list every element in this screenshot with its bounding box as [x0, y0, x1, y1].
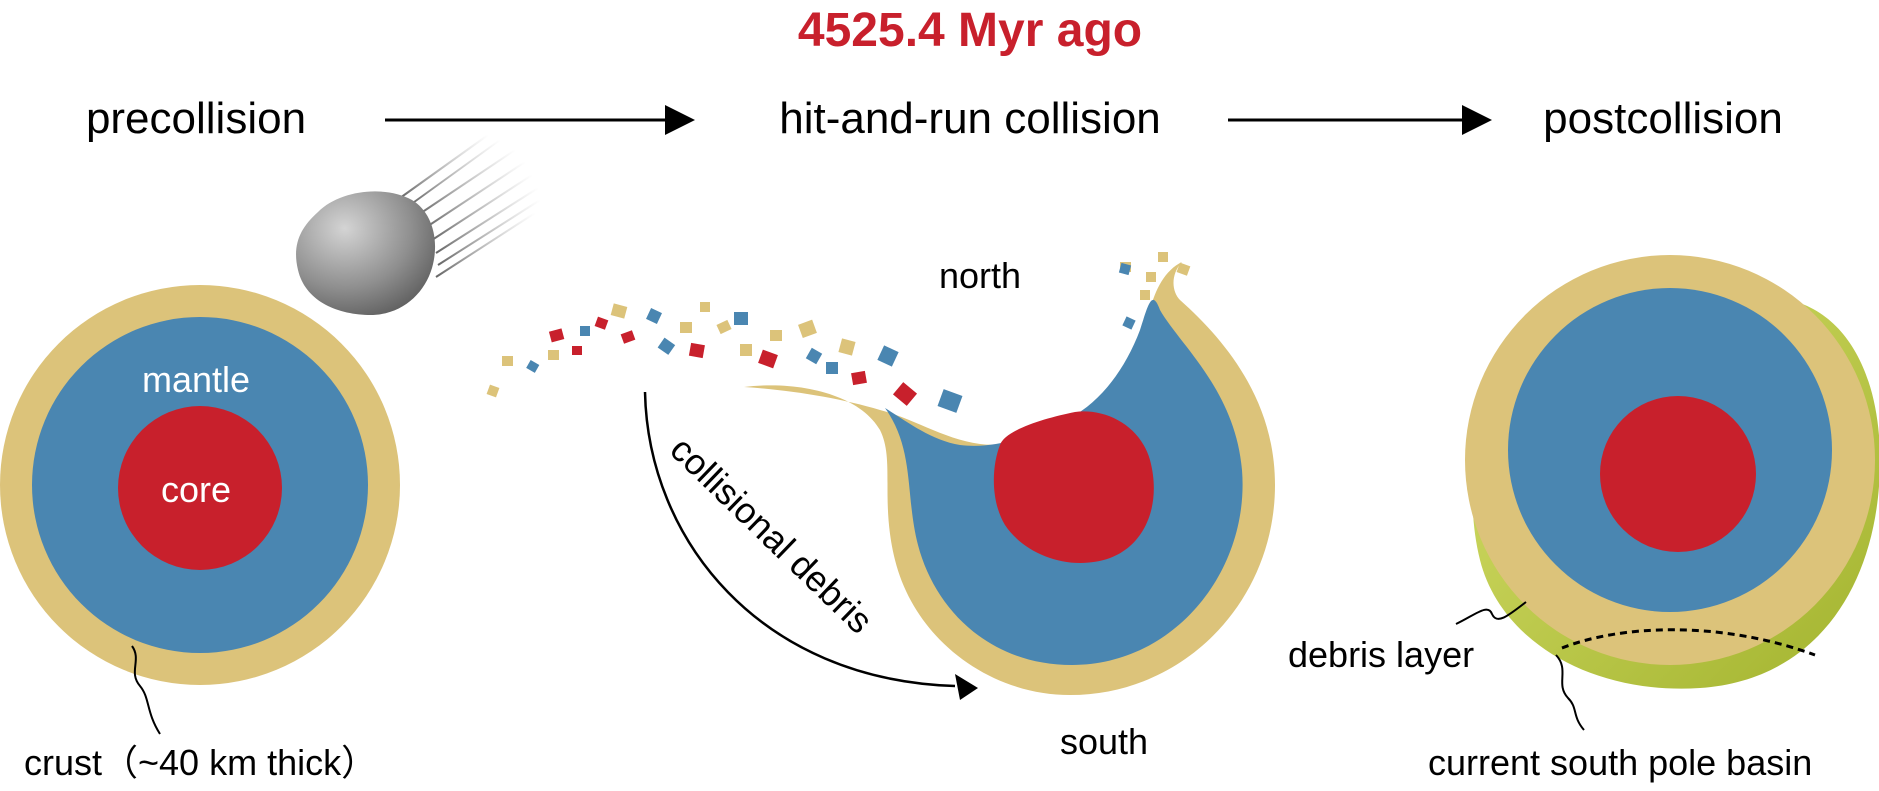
crust-label: crust（~40 km thick） — [24, 742, 377, 783]
core-layer — [1600, 396, 1756, 552]
impactor-trail — [399, 134, 541, 278]
hit-and-run-body — [744, 262, 1275, 695]
collisional-debris-label: collisional debris — [662, 428, 880, 641]
basin-label: current south pole basin — [1428, 742, 1812, 783]
core-layer — [993, 411, 1154, 563]
postcollision-body — [1465, 255, 1879, 689]
right-arrow-icon — [385, 105, 695, 135]
debris-layer-label: debris layer — [1288, 634, 1474, 675]
stage-precollision-label: precollision — [86, 94, 306, 143]
collisional-debris-arrow — [643, 391, 956, 688]
diagram-title: 4525.4 Myr ago — [798, 4, 1142, 57]
basin-leader-line — [1555, 654, 1585, 731]
impactor-rock-icon — [296, 191, 436, 316]
stage-postcollision-label: postcollision — [1543, 94, 1783, 143]
debris-particles — [486, 252, 1191, 413]
mantle-label: mantle — [142, 359, 250, 400]
core-label: core — [161, 469, 231, 510]
core-layer — [118, 406, 282, 570]
north-label: north — [939, 255, 1021, 296]
right-arrow-icon — [955, 674, 978, 700]
precollision-body — [0, 285, 400, 685]
right-arrow-icon — [1228, 105, 1492, 135]
stage-hit-and-run-label: hit-and-run collision — [779, 94, 1161, 143]
crust-leader-line — [131, 645, 161, 735]
south-pole-basin-outline — [1561, 628, 1816, 657]
south-label: south — [1060, 721, 1148, 762]
debris-layer-leader-line — [1455, 601, 1527, 625]
